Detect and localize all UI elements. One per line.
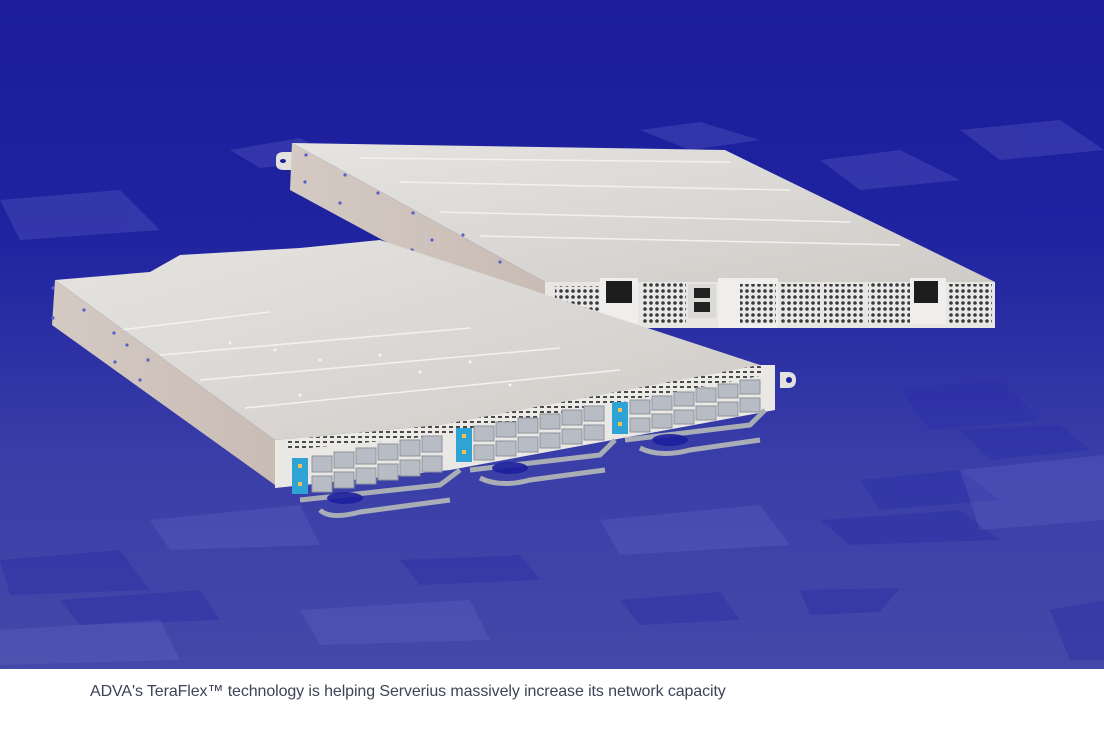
bottom-chassis (51, 240, 796, 518)
figure-caption: ADVA's TeraFlex™ technology is helping S… (90, 683, 726, 700)
teraflex-chassis-image (0, 0, 1104, 669)
product-photo (0, 0, 1104, 669)
fiber-connector-2 (456, 428, 472, 462)
fiber-connector-3 (612, 402, 628, 434)
top-chassis (276, 143, 995, 328)
fiber-connector-1 (292, 458, 308, 494)
